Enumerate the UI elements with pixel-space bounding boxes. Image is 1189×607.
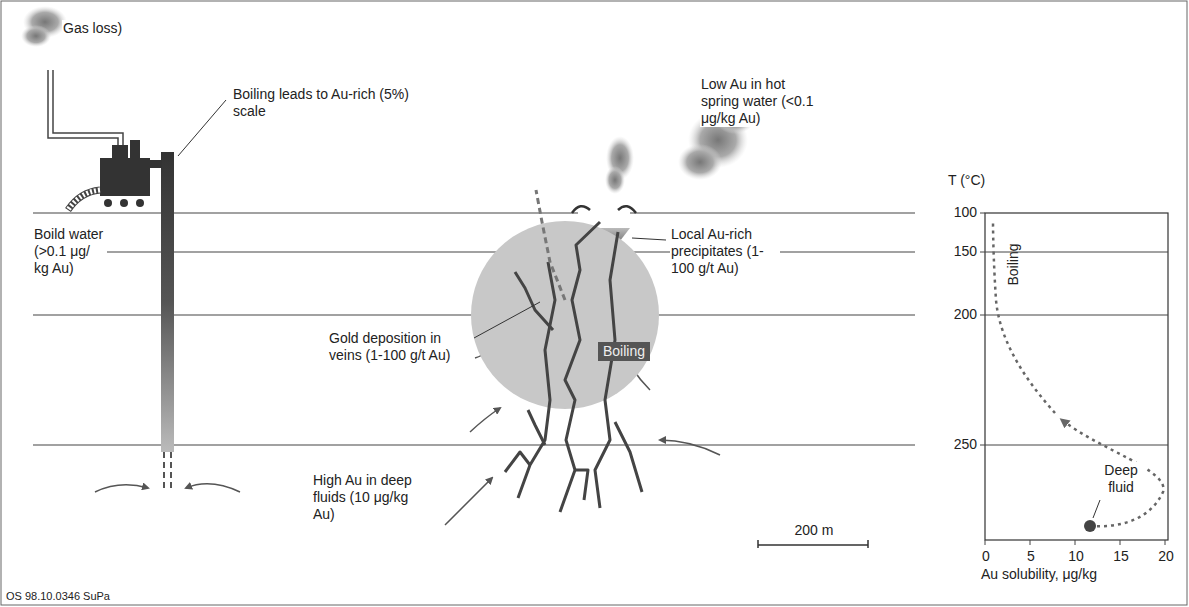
point-label: Deep fluid bbox=[1096, 462, 1146, 496]
zone-label: Boiling bbox=[598, 342, 650, 361]
callout-text: Boiling leads to Au-rich (5%) scale bbox=[232, 86, 419, 120]
note-text: Gas loss) bbox=[62, 20, 123, 37]
tick-label: 5 bbox=[1015, 548, 1047, 565]
callout-text: Low Au in hot spring water (<0.1 μg/kg A… bbox=[700, 76, 820, 127]
axis-title: T (°C) bbox=[947, 172, 986, 189]
tick-label: 0 bbox=[970, 548, 1002, 565]
callout-text: Gold deposition in veins (1-100 g/t Au) bbox=[328, 330, 472, 364]
curve-label: Boiling bbox=[1005, 229, 1022, 301]
callout-text: High Au in deep fluids (10 μg/kg Au) bbox=[312, 472, 418, 523]
callout-text: Boild water (>0.1 μg/ kg Au) bbox=[33, 226, 107, 277]
tick-label: 15 bbox=[1105, 548, 1137, 565]
boiling-zone-circle: Boiling bbox=[470, 220, 660, 410]
figure-id: OS 98.10.0346 SuPa bbox=[5, 589, 111, 603]
tick-label: 200 bbox=[938, 306, 978, 323]
scale-label: 200 m bbox=[773, 522, 855, 539]
tick-label: 10 bbox=[1060, 548, 1092, 565]
callout-text: Local Au-rich precipitates (1-100 g/t Au… bbox=[670, 226, 780, 277]
tick-label: 250 bbox=[938, 436, 978, 453]
tick-label: 150 bbox=[938, 243, 978, 260]
tick-label: 100 bbox=[938, 204, 978, 221]
circle-outline bbox=[470, 220, 660, 410]
axis-title: Au solubility, μg/kg bbox=[980, 566, 1098, 583]
tick-label: 20 bbox=[1150, 548, 1182, 565]
